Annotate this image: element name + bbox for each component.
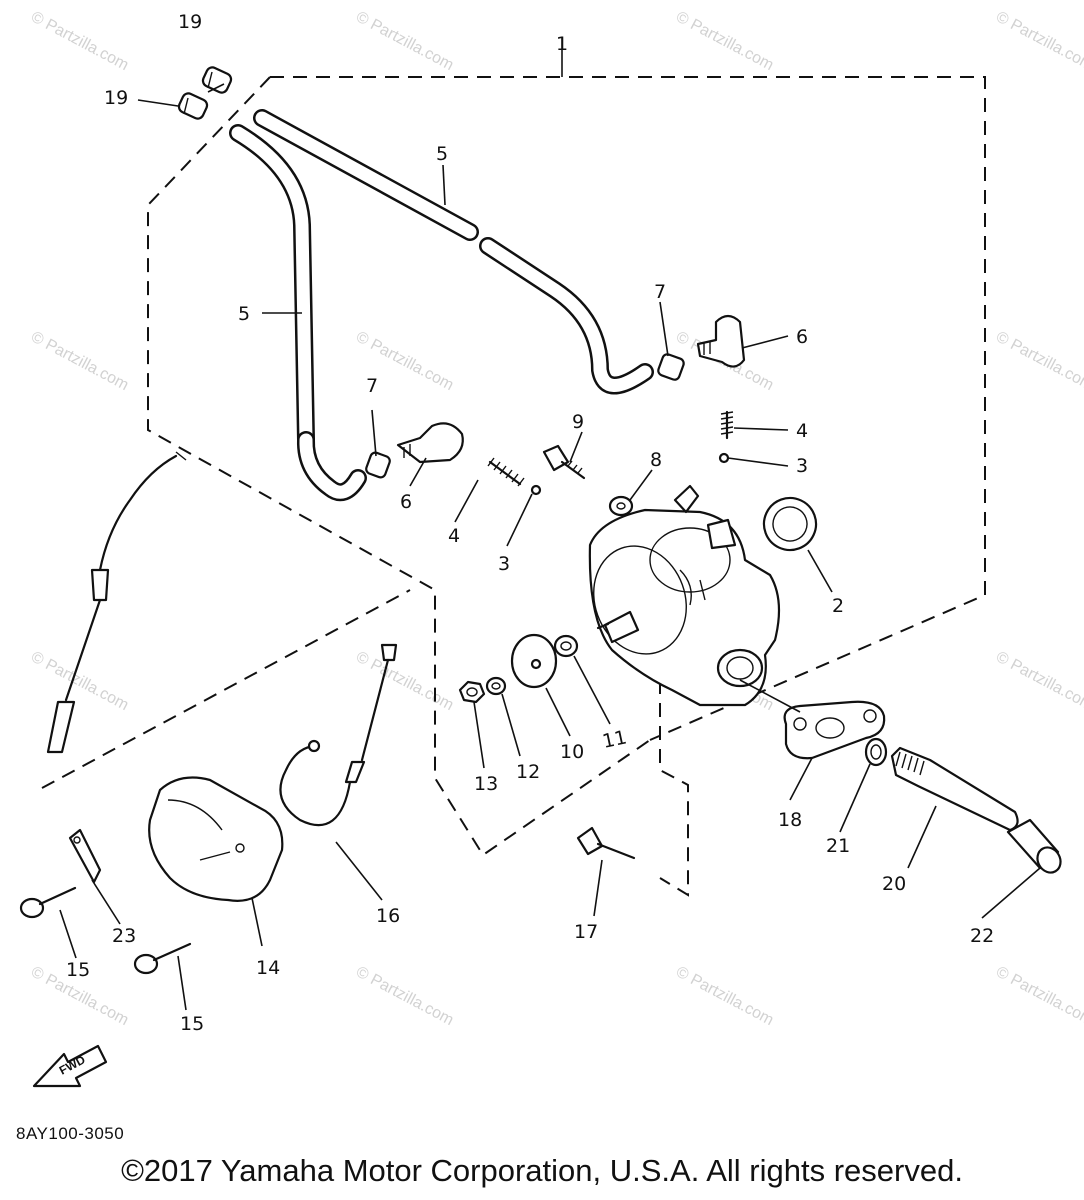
elbow-fitting-right xyxy=(696,314,746,368)
callout-6-left: 6 xyxy=(400,491,412,513)
washer-8 xyxy=(608,495,634,517)
callout-14: 14 xyxy=(256,957,280,979)
drive-shaft-20 xyxy=(890,746,1019,832)
bolt-15-upper xyxy=(19,886,77,919)
hose-left xyxy=(229,124,367,502)
forward-direction-arrow: FWD xyxy=(32,1044,108,1088)
watermark: © Partzilla.com xyxy=(673,964,776,1030)
callout-17: 17 xyxy=(574,921,598,943)
pump-cover-14 xyxy=(148,776,284,902)
watermark: © Partzilla.com xyxy=(993,649,1084,715)
hose-upper xyxy=(253,109,654,395)
callout-3-left: 3 xyxy=(498,553,510,575)
callout-21: 21 xyxy=(826,835,850,857)
callout-20: 20 xyxy=(882,873,906,895)
callout-19-lower: 19 xyxy=(104,87,128,109)
plate-10 xyxy=(510,633,558,689)
callout-1: 1 xyxy=(556,33,568,55)
callout-15-left: 15 xyxy=(66,959,90,981)
elbow-fitting-left xyxy=(396,422,464,464)
bushing-22 xyxy=(1006,818,1062,874)
watermark: © Partzilla.com xyxy=(673,9,776,75)
hose-clip xyxy=(177,92,209,120)
bolt-15-lower xyxy=(133,942,192,975)
callout-5-left: 5 xyxy=(238,303,250,325)
cable-16 xyxy=(279,643,398,827)
cable-upper xyxy=(46,451,187,754)
copyright-notice: ©2017 Yamaha Motor Corporation, U.S.A. A… xyxy=(121,1153,963,1188)
watermark: © Partzilla.com xyxy=(28,9,131,75)
watermark: © Partzilla.com xyxy=(353,964,456,1030)
callout-5-upper: 5 xyxy=(436,143,448,165)
check-ball-right xyxy=(718,452,730,464)
diagram-part-code: 8AY100-3050 xyxy=(16,1124,125,1143)
callout-22: 22 xyxy=(970,925,994,947)
callout-7-left: 7 xyxy=(366,375,378,397)
leader-lines xyxy=(59,38,1041,1011)
spring-right xyxy=(720,410,734,440)
callout-13: 13 xyxy=(474,773,498,795)
hose-clamp-left xyxy=(365,451,391,479)
callout-9: 9 xyxy=(572,411,584,433)
callout-8: 8 xyxy=(650,449,662,471)
callout-4-left: 4 xyxy=(448,525,460,547)
callout-4-right: 4 xyxy=(796,420,808,442)
callout-15-right: 15 xyxy=(180,1013,204,1035)
callout-3-right: 3 xyxy=(796,455,808,477)
watermark: © Partzilla.com xyxy=(28,329,131,395)
callout-labels: 19 19 1 5 5 7 6 4 3 9 8 7 6 4 3 2 11 10 … xyxy=(66,11,994,1035)
callout-16: 16 xyxy=(376,905,400,927)
callout-11: 11 xyxy=(600,726,628,753)
oil-seal-2 xyxy=(762,496,818,552)
bolt-17 xyxy=(576,826,636,860)
oil-pump-body xyxy=(588,484,781,707)
watermark: © Partzilla.com xyxy=(353,649,456,715)
callout-10: 10 xyxy=(560,741,584,763)
watermark: © Partzilla.com xyxy=(993,964,1084,1030)
spring-left xyxy=(487,457,525,487)
watermark: © Partzilla.com xyxy=(993,9,1084,75)
bolt-9 xyxy=(542,444,586,480)
hose-clip xyxy=(201,66,233,94)
callout-18: 18 xyxy=(778,809,802,831)
callout-12: 12 xyxy=(516,761,540,783)
callout-23: 23 xyxy=(112,925,136,947)
callout-6-right: 6 xyxy=(796,326,808,348)
watermark: © Partzilla.com xyxy=(993,329,1084,395)
nut-13 xyxy=(458,680,486,704)
check-ball-left xyxy=(530,484,542,496)
washer-21 xyxy=(864,737,888,767)
callout-19-upper: 19 xyxy=(178,11,202,33)
lock-washer-12 xyxy=(485,676,507,696)
callout-7-right: 7 xyxy=(654,281,666,303)
washer-11 xyxy=(553,634,579,658)
hose-clamp-right xyxy=(657,353,685,381)
watermark: © Partzilla.com xyxy=(353,9,456,75)
bracket-23 xyxy=(68,828,102,884)
callout-2: 2 xyxy=(832,595,844,617)
assembly-boundary xyxy=(41,76,986,897)
